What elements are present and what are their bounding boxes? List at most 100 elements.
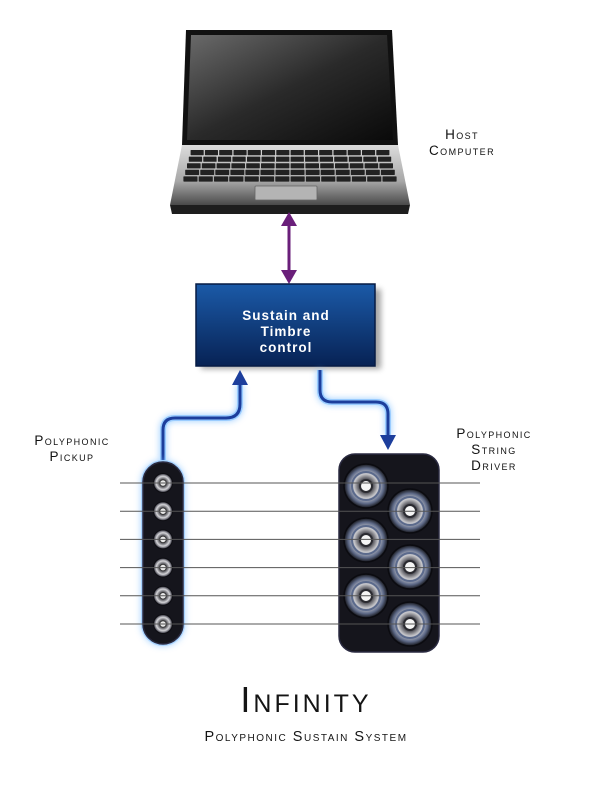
keyboard-key [219, 150, 233, 156]
control-label-line-1: Sustain and [242, 308, 330, 323]
driver-label-line-1: Polyphonic [456, 426, 532, 441]
keyboard-key [305, 156, 319, 162]
keyboard-key [183, 176, 198, 182]
keyboard-key [247, 150, 261, 156]
coil-ring [395, 552, 425, 582]
keyboard-key [376, 150, 390, 156]
keyboard-key [349, 163, 364, 169]
keyboard-key [348, 156, 363, 162]
keyboard-key [230, 169, 245, 175]
arrow-to-control-head [232, 370, 248, 385]
control-box-label: Sustain and Timbre control [197, 298, 375, 366]
keyboard-key [290, 169, 305, 175]
keyboard-key [260, 176, 275, 182]
keyboard-key [244, 176, 259, 182]
keyboard-key [214, 176, 229, 182]
keyboard-key [334, 156, 348, 162]
control-label-line-2: Timbre [260, 324, 312, 339]
keyboard-key [260, 169, 275, 175]
keyboard-key [276, 156, 290, 162]
keyboard-key [290, 156, 304, 162]
keyboard-key [305, 176, 320, 182]
keyboard-key [305, 169, 320, 175]
keyboard-key [200, 169, 215, 175]
coil-icon [387, 544, 433, 590]
keyboard-key [275, 163, 290, 169]
keyboard-key [198, 176, 213, 182]
keyboard-key [261, 156, 275, 162]
keyboard-key [290, 176, 305, 182]
coil-ring [351, 525, 381, 555]
keyboard-key [362, 150, 376, 156]
keyboard-key [347, 150, 361, 156]
keyboard-key [232, 156, 246, 162]
keyboard-key [231, 163, 245, 169]
keyboard-key [201, 163, 216, 169]
keyboard-key [335, 163, 349, 169]
coil-center [403, 560, 417, 574]
product-subtitle: Polyphonic Sustain System [204, 729, 408, 745]
pickup-label-line-2: Pickup [49, 449, 95, 464]
polyphonic-pickup-label: Polyphonic Pickup [12, 433, 132, 465]
polyphonic-pickup [141, 460, 185, 646]
laptop-base-edge [170, 205, 410, 214]
host-computer-label: Host Computer [402, 127, 522, 159]
keyboard-key [216, 163, 231, 169]
keyboard-key [335, 169, 350, 175]
touchpad [254, 185, 318, 201]
keyboard-key [377, 156, 392, 162]
control-box [195, 283, 381, 369]
driver-label-line-2: String [471, 442, 517, 457]
laptop-screen [187, 35, 393, 140]
coil-center [359, 479, 373, 493]
keyboard-key [319, 156, 333, 162]
keyboard-key [364, 163, 379, 169]
keyboard-key [350, 169, 365, 175]
keyboard-key [217, 156, 232, 162]
keyboard-key [320, 163, 334, 169]
control-to-driver-cable [317, 370, 396, 450]
keyboard-key [333, 150, 347, 156]
bidirectional-arrow [281, 212, 297, 284]
control-label-line-3: control [259, 340, 313, 355]
keyboard-key [233, 150, 247, 156]
keyboard-key [320, 169, 335, 175]
keyboard-key [351, 176, 366, 182]
coil-ring [351, 471, 381, 501]
arrow-to-driver-head [380, 435, 396, 450]
coil-icon [343, 517, 389, 563]
pickup-to-control-cable [160, 370, 248, 460]
keyboard-key [382, 176, 397, 182]
keyboard-key [319, 150, 333, 156]
pickup-label-line-1: Polyphonic [34, 433, 110, 448]
keyboard-key [363, 156, 377, 162]
product-title: Infinity [240, 679, 372, 720]
keyboard-key [305, 163, 319, 169]
keyboard-key [187, 163, 201, 169]
pickup-poles [153, 473, 173, 634]
polyphonic-string-driver [338, 453, 440, 653]
keyboard-key [290, 163, 305, 169]
host-label-line-2: Computer [429, 143, 495, 158]
keyboard-key [185, 169, 200, 175]
keyboard-key [190, 150, 204, 156]
keyboard-key [262, 150, 276, 156]
keyboard-key [290, 150, 304, 156]
keyboard-key [275, 169, 290, 175]
keyboard-key [188, 156, 203, 162]
keyboard-key [229, 176, 244, 182]
keyboard-key [247, 156, 261, 162]
arrow-down-head [281, 270, 297, 284]
keyboard-key [321, 176, 336, 182]
keyboard-key [304, 150, 318, 156]
laptop-icon [170, 30, 410, 214]
keyboard [183, 150, 397, 182]
keyboard-key [261, 163, 275, 169]
polyphonic-string-driver-label: Polyphonic String Driver [424, 426, 564, 474]
keyboard-key [203, 156, 217, 162]
arrow-up-head [281, 212, 297, 226]
keyboard-key [365, 169, 380, 175]
keyboard-key [276, 150, 290, 156]
keyboard-key [367, 176, 382, 182]
